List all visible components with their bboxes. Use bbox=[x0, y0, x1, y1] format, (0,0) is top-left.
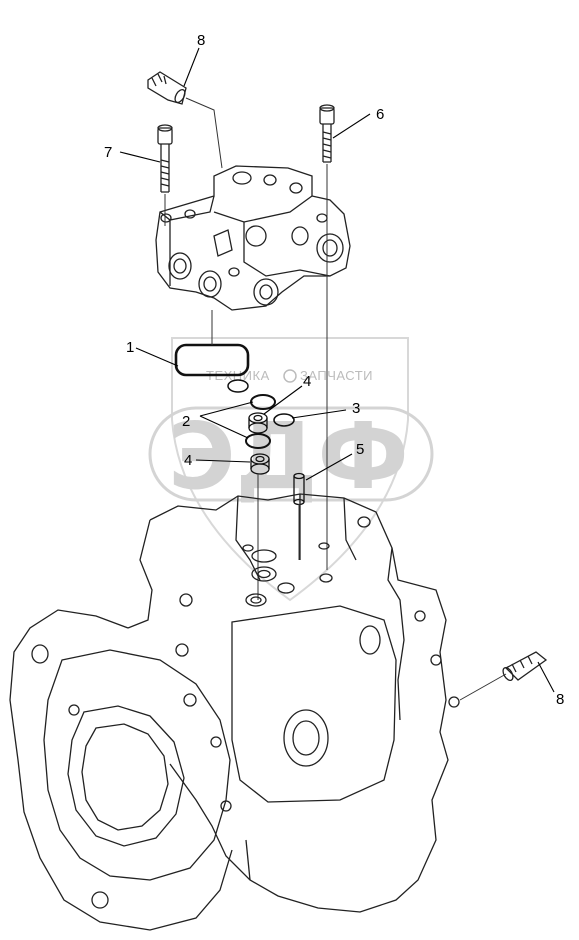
bolt-part-7 bbox=[157, 124, 173, 193]
callout-6: 6 bbox=[376, 106, 384, 123]
callout-labels: 8 6 7 1 4 3 2 5 4 8 bbox=[104, 32, 564, 708]
callout-7: 7 bbox=[104, 144, 112, 161]
callout-8-top: 8 bbox=[197, 32, 205, 49]
collar-part-4-upper bbox=[248, 412, 268, 434]
gear-icon bbox=[283, 369, 297, 383]
pump-housing bbox=[9, 493, 460, 931]
callout-4-lower: 4 bbox=[184, 452, 192, 469]
plug-part-8-right bbox=[502, 651, 548, 682]
callout-1: 1 bbox=[126, 339, 134, 356]
pin-part-5 bbox=[293, 472, 305, 506]
callout-2: 2 bbox=[182, 413, 190, 430]
watermark-logo: ЭДФ bbox=[168, 403, 409, 510]
watermark-shield: ТЕХНИКА ЗАПЧАСТИ ЭДФ bbox=[148, 337, 434, 602]
o-ring-part-2-lower bbox=[245, 433, 271, 449]
valve-block bbox=[155, 165, 351, 311]
o-ring-small bbox=[227, 379, 249, 393]
callout-4-upper: 4 bbox=[303, 373, 311, 390]
o-ring-part-3 bbox=[273, 413, 295, 427]
leader-lines bbox=[119, 47, 555, 693]
bolt-part-6 bbox=[319, 104, 335, 163]
callout-8-right: 8 bbox=[556, 691, 564, 708]
watermark-brand-right: ЗАПЧАСТИ bbox=[300, 368, 373, 383]
alignment-lines bbox=[164, 97, 507, 701]
callout-5: 5 bbox=[356, 441, 364, 458]
plug-part-8-top bbox=[147, 71, 187, 105]
collar-part-4-lower bbox=[250, 453, 270, 475]
callout-3: 3 bbox=[352, 400, 360, 417]
